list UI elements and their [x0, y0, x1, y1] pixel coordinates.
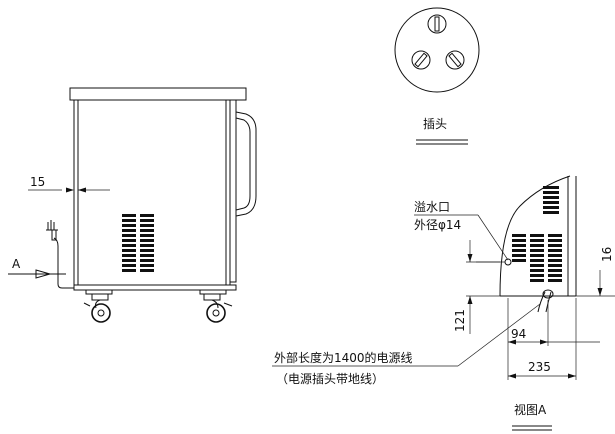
view-a-title: 视图A	[514, 402, 547, 417]
dimension-side-gap: 15	[28, 175, 110, 193]
cabinet-body	[73, 99, 231, 286]
dim-side-gap: 15	[30, 175, 45, 189]
dimension-outlet-height: 121	[453, 240, 500, 334]
view-arrow-label: A	[12, 257, 21, 271]
dim-total-width: 235	[528, 360, 551, 374]
plug-face-view: 插头	[394, 7, 480, 145]
power-cord	[46, 220, 74, 289]
vent-grille-side	[122, 214, 154, 272]
plug-face-circle	[394, 7, 480, 93]
dimension-total-width: 235	[507, 298, 577, 380]
overflow-label-line1: 溢水口	[414, 200, 450, 214]
view-a-arrow: A	[8, 257, 66, 279]
caster-left	[83, 289, 113, 323]
view-a-rear: 溢水口 外径φ14 121 16 94	[272, 175, 615, 431]
overflow-label-line2: 外径φ14	[414, 218, 461, 232]
vent-grille-rear-bottom	[512, 234, 562, 282]
vent-grille-rear-top	[543, 186, 559, 214]
cabinet-top-panel	[69, 87, 247, 101]
dim-outlet-height: 121	[453, 309, 467, 332]
dimension-outlet-width: 94	[507, 298, 600, 346]
cord-label-line1: 外部长度为1400的电源线	[274, 350, 413, 365]
door-handle	[235, 111, 257, 217]
cabinet-side-view: A 15	[8, 87, 257, 323]
caster-right	[199, 289, 233, 323]
cabinet-base	[73, 284, 237, 291]
dim-small-height: 16	[600, 247, 614, 262]
dimension-small-height: 16	[576, 247, 615, 297]
cabinet-door	[229, 99, 237, 283]
cord-label-line2: （电源插头带地线）	[276, 372, 384, 386]
arrow-right-icon	[35, 269, 52, 279]
cord-grommet	[537, 289, 554, 313]
plug-title: 插头	[423, 117, 447, 131]
dim-outlet-width: 94	[511, 327, 526, 341]
